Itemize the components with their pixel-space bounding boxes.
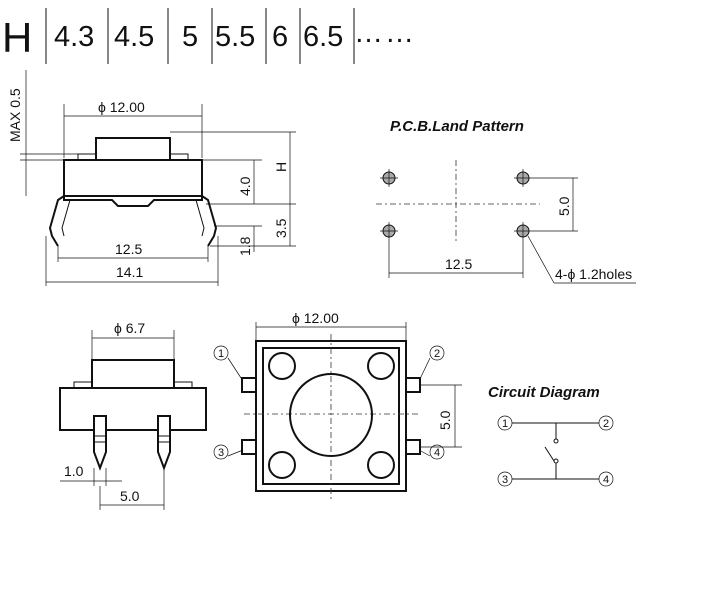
dim-5-0-label: 5.0: [120, 488, 140, 504]
left-leg-inner: [61, 199, 71, 237]
max-label: MAX 0.5: [7, 88, 23, 142]
front-diameter-label: ϕ 6.7: [114, 320, 145, 336]
right-leg-inner: [195, 199, 205, 237]
height-value: 4.3: [54, 21, 94, 53]
pcb-dim-12-5-label: 12.5: [445, 256, 472, 272]
front-plunger: [91, 359, 175, 389]
pin-circle: [429, 444, 445, 460]
dim-3-5-label: 3.5: [273, 218, 289, 238]
switch-lever: [544, 446, 555, 462]
plunger: [95, 137, 171, 161]
switch-base: [63, 196, 203, 207]
circuit-title: Circuit Diagram: [488, 384, 600, 401]
top-diameter-label: ϕ 12.00: [98, 99, 145, 115]
top-dim-5-0-label: 5.0: [437, 410, 453, 430]
right-leg: [201, 195, 218, 247]
h-label: H: [273, 162, 289, 172]
height-table: H 4.3 4.5 5 5.5 6 6.5 ……: [2, 8, 416, 64]
switch-body: [63, 159, 203, 197]
top-corner-circle: [268, 352, 296, 380]
pin-number: 2: [434, 348, 440, 360]
height-continuation: ……: [354, 17, 416, 49]
pin-tab: [405, 439, 421, 455]
leader-line: [418, 357, 431, 382]
pin-number: 1: [502, 418, 508, 430]
pin-number: 2: [603, 418, 609, 430]
dim-14-1-label: 14.1: [116, 264, 143, 280]
pin-tab: [241, 439, 257, 455]
pin-number: 1: [218, 348, 224, 360]
height-label: H: [2, 14, 32, 61]
leader-line: [227, 357, 244, 382]
top-plunger-circle: [289, 373, 373, 457]
holes-label: 4-ϕ 1.2holes: [555, 266, 632, 282]
pcb-title: P.C.B.Land Pattern: [390, 118, 524, 135]
dim-12-5-label: 12.5: [115, 241, 142, 257]
height-value: 5.5: [215, 21, 255, 53]
top-view: ϕ 12.00 1 2 3 4 5.0: [213, 310, 462, 502]
dim-1-8-label: 1.8: [237, 236, 253, 256]
height-value: 6.5: [303, 21, 343, 53]
pin-tab: [405, 377, 421, 393]
left-leg: [48, 195, 65, 247]
pin-circle: [213, 444, 229, 460]
height-value: 4.5: [114, 21, 154, 53]
top-diameter-label: ϕ 12.00: [292, 310, 339, 326]
top-corner-circle: [367, 352, 395, 380]
pcb-dim-5-0-label: 5.0: [556, 196, 572, 216]
front-view: ϕ 6.7 1.0 5.0: [59, 320, 207, 510]
top-corner-circle: [268, 451, 296, 479]
pin-number: 4: [434, 447, 440, 459]
dim-4-0-label: 4.0: [237, 176, 253, 196]
pin-tab: [241, 377, 257, 393]
pin-number: 3: [502, 474, 508, 486]
circuit-diagram: Circuit Diagram 1 2 3 4: [488, 384, 614, 487]
leader-line: [227, 449, 244, 457]
front-body: [59, 387, 207, 431]
dim-1-0-label: 1.0: [64, 463, 84, 479]
pin-number: 3: [218, 447, 224, 459]
switch-contact: [553, 438, 559, 444]
switch-contact: [553, 458, 559, 464]
side-view: MAX 0.5 ϕ 12.00 4.0 H 3.5 1.8 12.5 14.1: [7, 70, 296, 286]
height-value: 6: [272, 21, 288, 53]
pin-circle: [429, 345, 445, 361]
pin-number: 4: [603, 474, 609, 486]
leader-line: [527, 235, 555, 284]
height-value: 5: [182, 21, 198, 53]
pin-circle: [213, 345, 229, 361]
leader-line: [418, 449, 431, 457]
pcb-land-pattern: P.C.B.Land Pattern 5.0 12.5 4-ϕ 1.2holes: [376, 118, 636, 284]
top-corner-circle: [367, 451, 395, 479]
